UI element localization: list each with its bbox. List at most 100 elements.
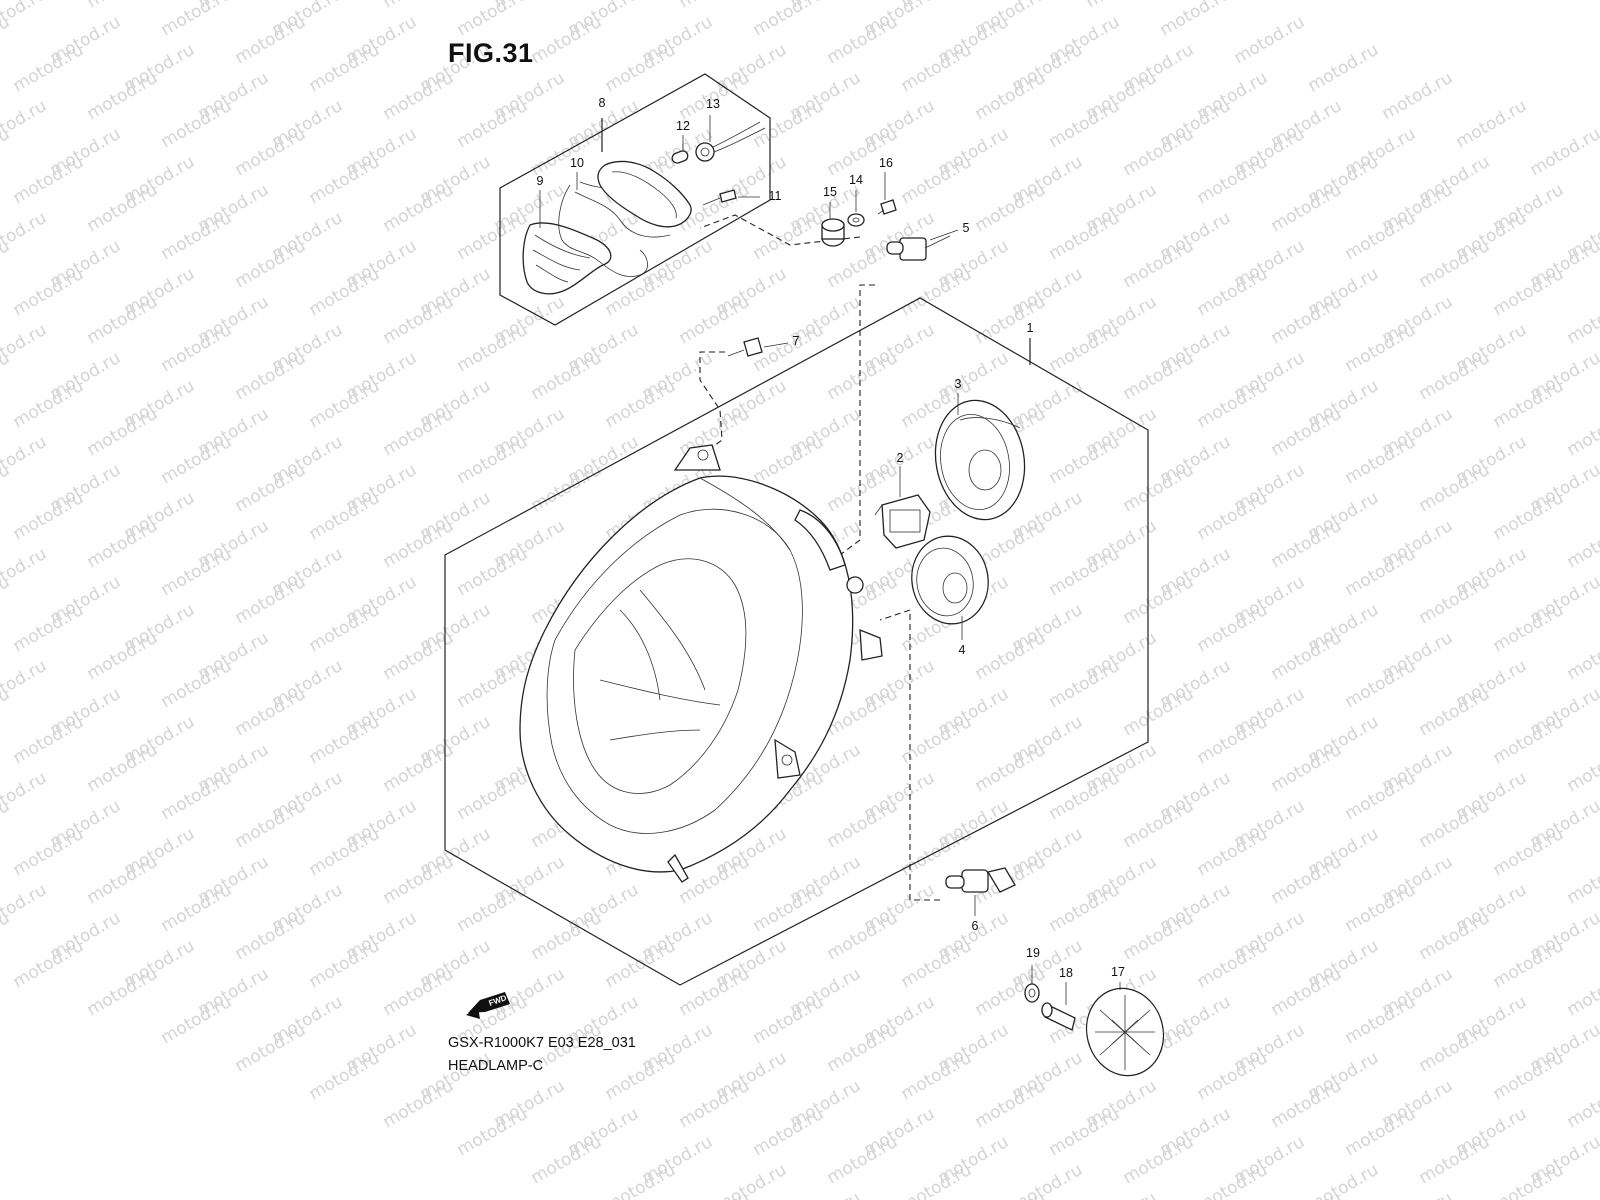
watermark-text: motod.ru [1490,1048,1568,1104]
watermark-text: motod.ru [454,96,532,152]
watermark-text: motod.ru [306,264,384,320]
watermark-text: motod.ru [84,68,162,124]
leader-7 [699,351,725,456]
watermark-text: motod.ru [1490,712,1568,768]
watermark-text: motod.ru [1120,572,1198,628]
socket-13 [695,121,766,162]
watermark-text: motod.ru [10,712,88,768]
cap-17 [1085,987,1165,1077]
leader-5 [839,284,875,556]
watermark-text: motod.ru [528,348,606,404]
watermark-text: motod.ru [1342,432,1420,488]
callout-2: 2 [897,451,904,465]
watermark-text: motod.ru [10,152,88,208]
position-light-box [499,73,771,326]
watermark-text: motod.ru [306,824,384,880]
watermark-text: motod.ru [1305,1160,1383,1200]
callout-17: 17 [1111,965,1125,979]
watermark-text: motod.ru [1194,264,1272,320]
watermark-text: motod.ru [750,432,828,488]
watermark-text: motod.ru [972,180,1050,236]
callout-3: 3 [955,377,962,391]
watermark-text: motod.ru [1490,376,1568,432]
watermark-text: motod.ru [84,516,162,572]
watermark-text: motod.ru [1342,544,1420,600]
watermark-text: motod.ru [232,1020,310,1076]
watermark-text: motod.ru [1416,1132,1494,1188]
watermark-text: motod.ru [1416,348,1494,404]
callout-9: 9 [537,174,544,188]
watermark-text: motod.ru [1083,0,1161,12]
watermark-text: motod.ru [1416,236,1494,292]
watermark-text: motod.ru [750,880,828,936]
watermark-text: motod.ru [380,180,458,236]
watermark-text: motod.ru [84,740,162,796]
watermark-text: motod.ru [676,0,754,12]
washer-14 [847,213,865,227]
position-lamp-housing [597,160,692,228]
callout-labels: 1 2 3 4 5 6 7 8 9 10 11 12 13 14 15 16 1… [537,96,1125,980]
watermark-text: motod.ru [232,684,310,740]
watermark-text: motod.ru [232,908,310,964]
watermark-text: motod.ru [1564,516,1600,572]
watermark-text: motod.ru [158,992,236,1048]
grommet-15 [821,218,845,247]
watermark-text: motod.ru [232,460,310,516]
watermark-text: motod.ru [972,740,1050,796]
watermark-text: motod.ru [787,1188,865,1200]
watermark-text: motod.ru [1194,488,1272,544]
watermark-text: motod.ru [750,992,828,1048]
watermark-text: motod.ru [380,0,458,12]
watermark-text: motod.ru [158,880,236,936]
section-name: HEADLAMP-C [448,1058,544,1074]
watermark-text: motod.ru [1194,1048,1272,1104]
watermark-text: motod.ru [10,600,88,656]
figure-title: FIG.31 [448,38,534,68]
watermark-text: motod.ru [1046,1104,1124,1160]
watermark-text: motod.ru [1379,68,1457,124]
watermark-text: motod.ru [84,964,162,1020]
watermark-text: motod.ru [528,12,606,68]
callout-1: 1 [1027,321,1034,335]
watermark-text: motod.ru [232,348,310,404]
watermark-text: motod.ru [898,1048,976,1104]
watermark-text: motod.ru [380,852,458,908]
watermark-text: motod.ru [1268,404,1346,460]
watermark-text: motod.ru [824,12,902,68]
watermark-text: motod.ru [158,0,236,40]
watermark-text: motod.ru [676,964,754,1020]
watermark-text: motod.ru [232,572,310,628]
watermark-text: motod.ru [10,824,88,880]
watermark-text: motod.ru [1268,852,1346,908]
callout-19: 19 [1026,946,1040,960]
watermark-text: motod.ru [824,908,902,964]
watermark-text: motod.ru [1268,292,1346,348]
watermark-text: motod.ru [602,1160,680,1200]
watermark-text: motod.ru [972,68,1050,124]
watermark-text: motod.ru [1083,1188,1161,1200]
cover-3 [934,399,1026,521]
watermark-text: motod.ru [158,656,236,712]
watermark-text: motod.ru [1268,1076,1346,1132]
watermark-text: motod.ru [10,376,88,432]
watermark-text: motod.ru [898,712,976,768]
watermark-text: motod.ru [84,292,162,348]
watermark-text: motod.ru [602,264,680,320]
cover-4 [911,535,989,625]
watermark-text: motod.ru [158,96,236,152]
watermark-text: motod.ru [528,1132,606,1188]
watermark-text: motod.ru [10,40,88,96]
watermark-text: motod.ru [602,1048,680,1104]
watermark-text: motod.ru [232,124,310,180]
callout-6: 6 [972,919,979,933]
watermark-text: motod.ru [306,936,384,992]
watermark-text: motod.ru [1342,1104,1420,1160]
watermark-text: motod.ru [1342,320,1420,376]
watermark-text: motod.ru [1490,488,1568,544]
watermark-text: motod.ru [1268,180,1346,236]
watermark-text: motod.ru [1564,740,1600,796]
screw-7 [727,337,763,357]
watermark-text: motod.ru [713,1160,791,1200]
watermark-text: motod.ru [158,544,236,600]
watermark-text: motod.ru [1046,320,1124,376]
